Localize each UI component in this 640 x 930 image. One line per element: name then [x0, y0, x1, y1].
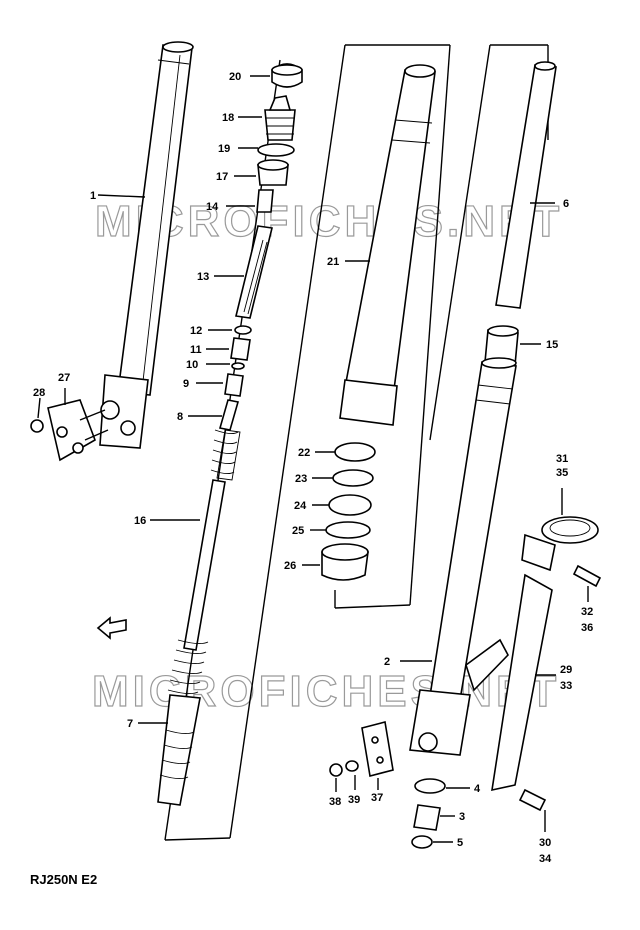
label-11: 11 [190, 344, 202, 356]
part-32-bolt [572, 564, 602, 602]
part-30-bolt [518, 788, 547, 832]
part-24-bushing [312, 494, 372, 516]
part-27-axle-clamp [47, 388, 109, 462]
label-17: 17 [216, 171, 228, 183]
part-25-clip [310, 521, 371, 539]
label-22: 22 [298, 447, 310, 459]
part-26-dust-seal [302, 543, 369, 581]
label-33: 33 [560, 680, 572, 692]
label-38: 38 [329, 796, 341, 808]
label-23: 23 [295, 473, 307, 485]
label-9: 9 [183, 378, 189, 390]
part-14-spacer [226, 189, 274, 213]
part-23-ring [312, 469, 374, 487]
part-3-drain-bolt [413, 804, 455, 831]
part-5-washer [411, 835, 453, 849]
label-36: 36 [581, 622, 593, 634]
part-9-bushing [196, 373, 244, 397]
part-19-o-ring [238, 143, 295, 157]
label-21: 21 [327, 256, 339, 268]
label-35: 35 [556, 467, 568, 479]
label-28: 28 [33, 387, 45, 399]
part-17-collar [234, 159, 289, 186]
label-10: 10 [186, 359, 198, 371]
part-8-rod-end [188, 399, 240, 431]
label-18: 18 [222, 112, 234, 124]
diagram-code: RJ250N E2 [30, 872, 97, 887]
label-5: 5 [457, 837, 463, 849]
label-13: 13 [197, 271, 209, 283]
part-28-nut [30, 397, 44, 433]
part-4-washer [414, 778, 470, 794]
front-arrow-icon [96, 616, 127, 640]
part-6-inner-tube [495, 61, 557, 309]
label-1: 1 [90, 190, 96, 202]
middle-group-frame [334, 44, 451, 609]
label-39: 39 [348, 794, 360, 806]
part-7-damper-body [138, 694, 201, 806]
part-39-washer [345, 760, 359, 790]
part-12-washer [208, 325, 252, 335]
label-14: 14 [206, 201, 219, 213]
part-31-clamp [521, 488, 599, 572]
label-31: 31 [556, 453, 568, 465]
label-26: 26 [284, 560, 296, 572]
label-8: 8 [177, 411, 183, 423]
part-15-bushing [484, 325, 541, 366]
part-13-spring [214, 225, 273, 319]
part-2-outer-tube [400, 357, 517, 756]
label-15: 15 [546, 339, 558, 351]
part-11-bushing [206, 337, 251, 361]
label-20: 20 [229, 71, 241, 83]
part-16-damper-rod [150, 429, 241, 651]
label-6: 6 [563, 198, 569, 210]
part-1-outer-tube [97, 41, 194, 449]
part-16-lower-spring [167, 639, 209, 695]
label-16: 16 [134, 515, 146, 527]
label-2: 2 [384, 656, 390, 668]
part-22-seal [315, 442, 376, 462]
part-10-ring [206, 362, 245, 370]
label-3: 3 [459, 811, 465, 823]
label-19: 19 [218, 143, 230, 155]
label-7: 7 [127, 718, 133, 730]
label-24: 24 [294, 500, 307, 512]
part-21-inner-tube [339, 64, 436, 426]
label-30: 30 [539, 837, 551, 849]
label-32: 32 [581, 606, 593, 618]
part-38-screw [329, 763, 343, 792]
part-29-guard [491, 573, 556, 792]
label-27: 27 [58, 372, 70, 384]
label-37: 37 [371, 792, 383, 804]
label-12: 12 [190, 325, 202, 337]
label-29: 29 [560, 664, 572, 676]
part-20-cap [250, 63, 303, 88]
label-4: 4 [474, 783, 481, 795]
part-18-bolt [238, 95, 296, 141]
label-25: 25 [292, 525, 304, 537]
part-37-bracket [361, 721, 394, 790]
label-34: 34 [539, 853, 552, 865]
